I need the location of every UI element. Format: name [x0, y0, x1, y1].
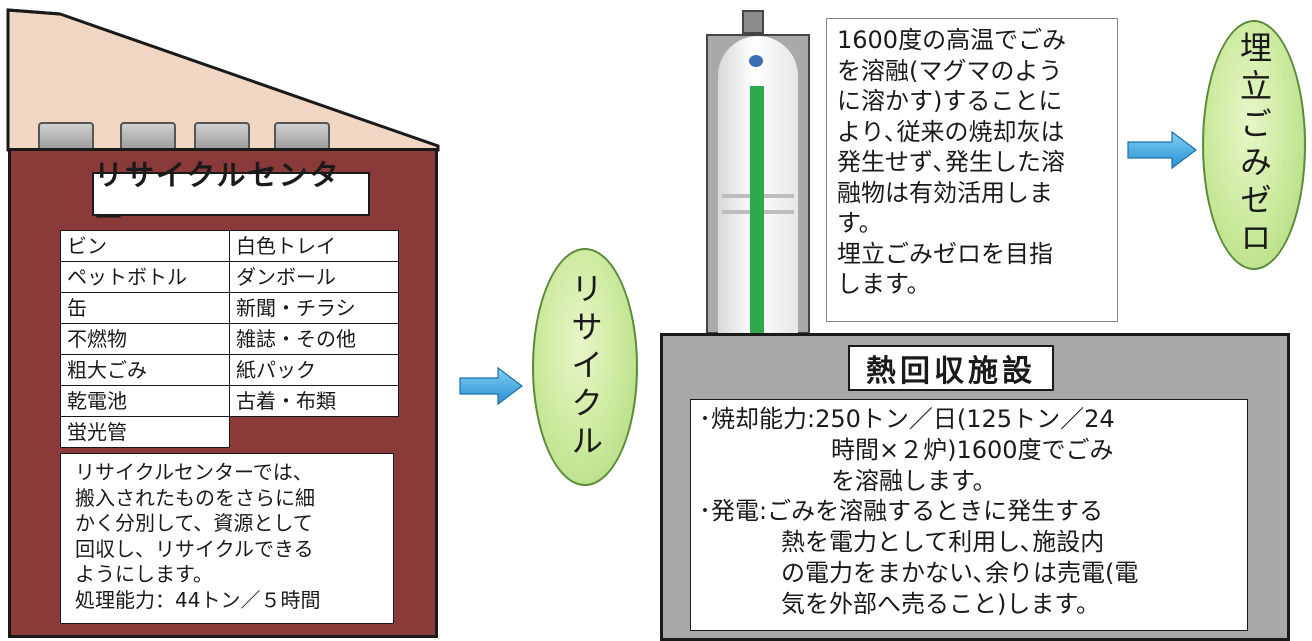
description-line: します。 [837, 270, 931, 298]
item-cell: 古着・布類 [229, 385, 399, 417]
power-line: 気を外部へ売ること)します。 [781, 589, 1100, 618]
item-cell: ペットボトル [60, 261, 230, 293]
item-cell: 白色トレイ [229, 230, 399, 262]
table-row: 蛍光管 [60, 416, 399, 448]
heat-recovery-title: 熱回収施設 [848, 345, 1054, 391]
table-row: 不燃物 雑誌・その他 [60, 323, 399, 355]
recycle-ellipse: リサイクル [532, 248, 638, 486]
roof-window [194, 122, 250, 152]
landfill-zero-ellipse: 埋立ごみゼロ [1202, 20, 1306, 270]
item-cell: 蛍光管 [60, 416, 230, 448]
tower-green-column [750, 86, 764, 334]
roof-window [38, 122, 94, 152]
item-cell: 缶 [60, 292, 230, 324]
empty-cell [229, 416, 399, 448]
item-cell: 粗大ごみ [60, 354, 230, 386]
item-cell: ダンボール [229, 261, 399, 293]
recyclable-items-table: ビン 白色トレイ ペットボトル ダンボール 缶 新聞・チラシ 不燃物 雑誌・その… [60, 230, 399, 448]
table-row: 粗大ごみ 紙パック [60, 354, 399, 386]
table-row: ペットボトル ダンボール [60, 261, 399, 293]
description-line: ようにします。 [75, 562, 213, 586]
power-line: 熱を電力として利用し､施設内 [781, 528, 1105, 557]
description-line: 回収し、リサイクルできる [75, 536, 314, 561]
capacity-line: 時間×２炉)1600度でごみ [831, 435, 1114, 464]
capacity-line: を溶融します。 [831, 466, 997, 495]
item-cell: 不燃物 [60, 323, 230, 355]
table-row: ビン 白色トレイ [60, 230, 399, 262]
description-line: す。 [837, 209, 883, 237]
tower-tip [742, 10, 764, 34]
capacity-line: ･焼却能力:250トン／日(125トン／24 [699, 405, 1115, 433]
recycle-center-description: リサイクルセンターでは、 搬入されたものをさらに細 かく分別して、資源として 回… [60, 453, 394, 624]
tower-indicator-dot [749, 55, 763, 67]
power-line: ･発電:ごみを溶融するときに発生する [699, 497, 1104, 526]
item-cell: 新聞・チラシ [229, 292, 399, 324]
recycle-label: リサイクル [566, 272, 604, 462]
description-line: リサイクルセンターでは、 [75, 460, 313, 484]
item-cell: ビン [60, 230, 230, 262]
flow-arrow-icon [1127, 130, 1197, 170]
recycle-center-roof [6, 8, 440, 152]
description-line: かく分別して、資源として [75, 511, 313, 535]
table-row: 乾電池 古着・布類 [60, 385, 399, 417]
heat-recovery-description: ･焼却能力:250トン／日(125トン／24 時間×２炉)1600度でごみ を溶… [690, 399, 1248, 631]
recycle-center-title: リサイクルセンター [92, 158, 370, 234]
description-line: より､従来の焼却灰は [837, 117, 1065, 146]
landfill-zero-label: 埋立ごみゼロ [1235, 31, 1273, 259]
description-line: に溶かす)することに [837, 87, 1063, 115]
description-line: 発生せず､発生した溶 [837, 148, 1065, 176]
melting-description: 1600度の高温でごみ を溶融(マグマのよう に溶かす)することに より､従来の… [826, 18, 1118, 322]
item-cell: 乾電池 [60, 385, 230, 417]
description-line: を溶融(マグマのよう [837, 56, 1063, 85]
description-line: 搬入されたものをさらに細 [75, 485, 315, 510]
item-cell: 紙パック [229, 354, 399, 386]
capacity-line: 処理能力：44トン／５時間 [75, 587, 321, 612]
power-line: の電力をまかない､余りは売電(電 [781, 558, 1139, 587]
item-cell: 雑誌・その他 [229, 323, 399, 355]
description-line: 1600度の高温でごみ [837, 26, 1067, 54]
description-line: 融物は有効活用しま [837, 178, 1053, 207]
description-line: 埋立ごみゼロを目指 [837, 239, 1053, 268]
table-row: 缶 新聞・チラシ [60, 292, 399, 324]
flow-arrow-icon [459, 366, 523, 406]
